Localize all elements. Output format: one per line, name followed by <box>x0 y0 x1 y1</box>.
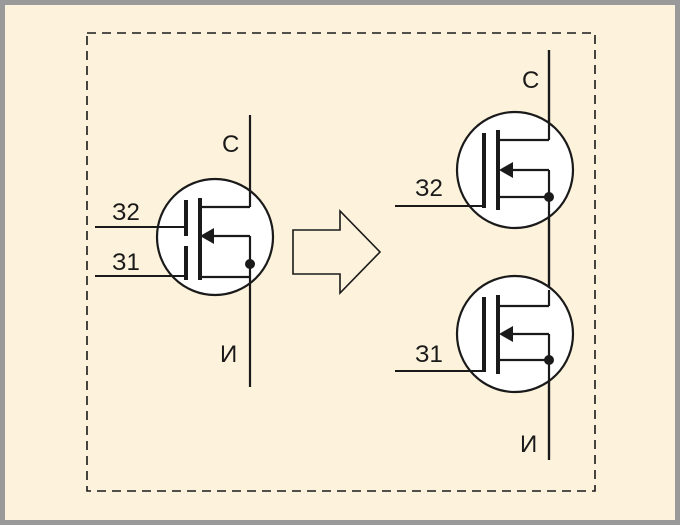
left-body-arrow <box>200 228 214 244</box>
upper-body-arrow <box>499 162 513 178</box>
dashed-boundary <box>86 32 596 492</box>
left-gate2-label: З2 <box>112 199 140 226</box>
left-drain-label: С <box>222 131 239 158</box>
transformation-arrow <box>292 209 382 295</box>
left-gate1-label: З1 <box>112 249 140 276</box>
right-lower-transistor <box>395 274 575 460</box>
right-upper-transistor <box>395 50 575 290</box>
upper-gate-label: З2 <box>415 175 443 202</box>
lower-source-label: И <box>520 431 537 458</box>
lower-gate-label: З1 <box>415 341 443 368</box>
upper-drain-label: С <box>522 67 539 94</box>
left-source-label: И <box>220 341 237 368</box>
left-junction-dot <box>245 259 255 269</box>
upper-junction-dot <box>544 192 554 202</box>
lower-body-arrow <box>499 326 513 342</box>
left-dual-gate-transistor <box>95 115 275 387</box>
lower-junction-dot <box>544 355 554 365</box>
